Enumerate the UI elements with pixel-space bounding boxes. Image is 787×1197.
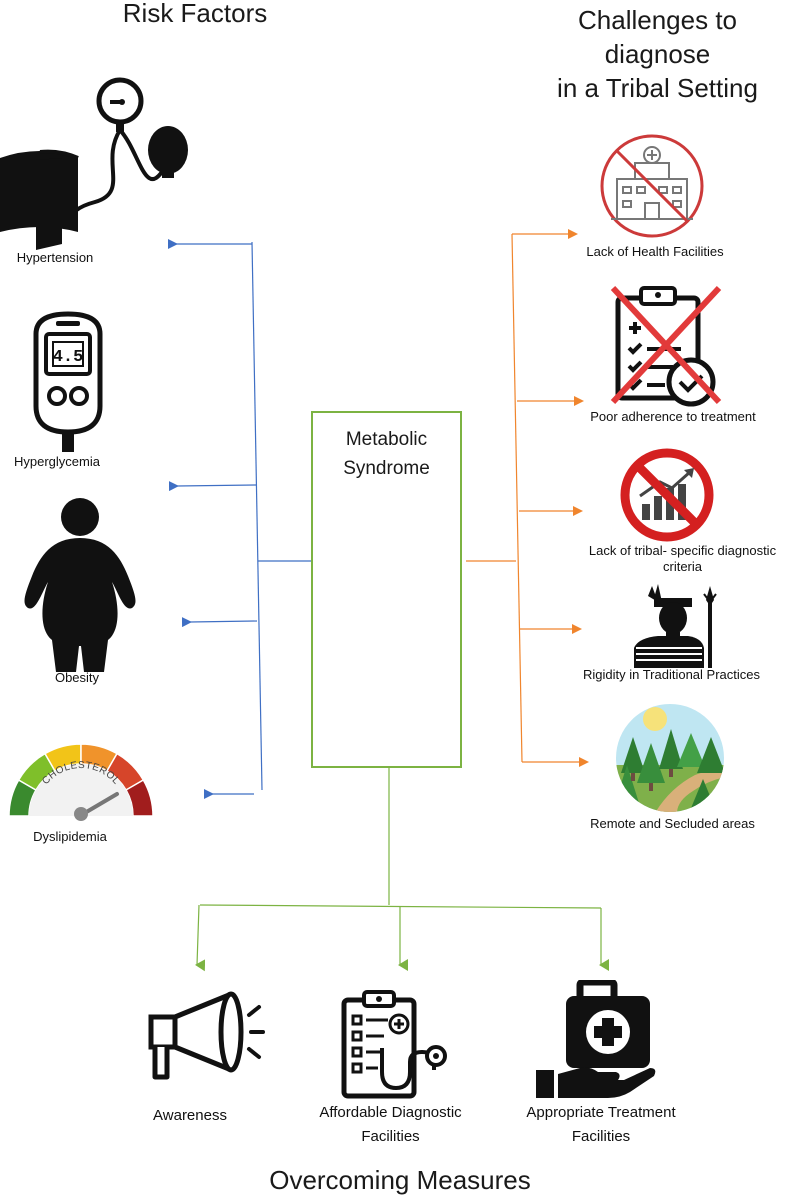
tribal-person-icon [634,584,717,668]
awareness-label: Awareness [153,1107,227,1124]
diagnostic-facilities-line1: Affordable Diagnostic [319,1104,462,1121]
hypertension-label: Hypertension [16,250,94,265]
overcoming-measures-heading: Overcoming Measures [269,1165,531,1195]
challenges-heading-line2: diagnose [604,39,711,69]
glucometer-icon: 4.5 [33,311,103,452]
treatment-facilities-label: Appropriate Treatment Facilities [506,1101,696,1149]
obesity-label: Obesity [54,670,100,685]
criteria-label-line1: Lack of tribal- specific diagnostic [588,543,777,558]
arrow-to-obesity [181,617,258,628]
challenges-heading-line3: in a Tribal Setting [557,73,758,103]
metabolic-syndrome-box: Metabolic Syndrome [311,411,462,768]
adherence-label: Poor adherence to treatment [590,409,756,424]
hyperglycemia-label: Hyperglycemia [14,454,100,469]
dyslipidemia-label: Dyslipidemia [33,829,107,844]
medical-kit-hand-icon [536,980,656,1098]
megaphone-icon [148,991,265,1080]
center-line1: Metabolic [345,429,428,450]
risk-factors-heading: Risk Factors [122,0,268,28]
clipboard-stethoscope-icon [341,990,447,1099]
glucometer-reading: 4.5 [53,348,84,367]
challenges-trunk-line [511,233,523,763]
arrow-to-awareness [195,904,206,972]
criteria-label-line2: criteria [662,559,702,574]
diagnostic-facilities-label: Affordable Diagnostic Facilities [303,1101,478,1149]
remote-areas-label: Remote and Secluded areas [590,816,755,831]
risk-trunk-line [251,241,263,791]
health-facilities-label: Lack of Health Facilities [586,244,724,259]
challenges-heading: Challenges to diagnose in a Tribal Setti… [540,3,775,105]
traditional-practices-label: Rigidity in Traditional Practices [582,667,761,682]
cholesterol-gauge-icon: CHOLESTEROL [8,743,154,821]
challenges-heading-line1: Challenges to [578,5,737,35]
metabolic-syndrome-title: Metabolic Syndrome [313,425,460,483]
gauge-face [29,764,133,816]
arrow-to-hyperglycemia [168,481,258,492]
obese-person-icon [24,498,136,672]
treatment-facilities-line1: Appropriate Treatment [526,1104,676,1121]
criteria-label: Lack of tribal- specific diagnostic crit… [575,543,787,575]
treatment-facilities-line2: Facilities [571,1128,631,1145]
measures-trunk-line [199,904,602,909]
center-line2: Syndrome [343,458,430,479]
no-hospital-icon [600,134,704,238]
crossed-clipboard-icon [610,285,722,407]
diagnostic-facilities-line2: Facilities [361,1128,420,1145]
forest-icon [616,704,724,812]
no-chart-icon [620,448,714,542]
blood-pressure-monitor-icon [0,77,188,250]
